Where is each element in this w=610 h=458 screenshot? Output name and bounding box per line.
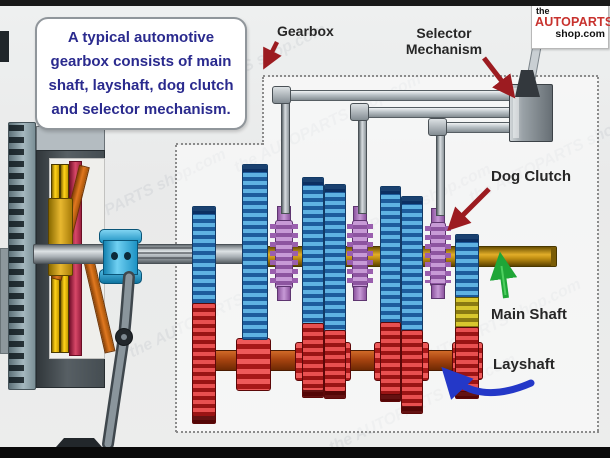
layshaft-gear — [380, 322, 401, 402]
main-shaft-label: Main Shaft — [491, 306, 567, 323]
gearbox-boundary-notch — [176, 143, 263, 145]
bearing-bolt — [124, 252, 131, 260]
gearbox-boundary-right — [597, 77, 599, 431]
caption-line: A typical automotive — [67, 28, 215, 46]
selector-mechanism-housing — [509, 84, 553, 142]
release-bearing — [99, 229, 142, 284]
clutch-hub — [48, 198, 73, 276]
selector-fork-collar — [350, 103, 369, 121]
flywheel-ring-gear — [8, 122, 36, 390]
dog-clutch-label: Dog Clutch — [491, 168, 571, 185]
gearbox-label: Gearbox — [277, 23, 334, 39]
autoparts-shop-logo: the AUTOPARTS shop.com — [531, 4, 610, 49]
input-gear — [192, 206, 216, 305]
selector-rod-1 — [281, 94, 290, 214]
layshaft-gear — [324, 330, 346, 399]
selector-fork-collar — [428, 118, 447, 136]
gearbox-boundary-left-upper — [262, 77, 264, 145]
fork-base — [56, 438, 102, 447]
top-letterbox-bar — [0, 0, 610, 6]
layshaft-gear — [192, 303, 216, 424]
fifth-gear — [401, 196, 423, 332]
dog-clutch-1 — [270, 206, 298, 301]
gearbox-boundary-bottom — [176, 431, 599, 433]
bottom-letterbox-bar — [0, 447, 610, 458]
logo-autoparts: AUTOPARTS — [535, 15, 610, 29]
caption-line: shaft, layshaft, dog clutch — [48, 76, 234, 94]
layshaft-gear — [302, 323, 324, 398]
frame-edge-artifact — [0, 31, 9, 62]
logo-the: the — [536, 6, 550, 16]
selector-mechanism-label: Selector Mechanism — [398, 25, 490, 57]
third-gear — [324, 184, 346, 332]
caption-line: gearbox consists of main — [50, 52, 232, 70]
layshaft-gear — [401, 330, 423, 414]
selector-label-line1: Selector — [416, 25, 472, 41]
dog-clutch-3 — [425, 208, 451, 299]
logo-shopcom: shop.com — [555, 28, 605, 40]
selector-fork-collar — [272, 86, 291, 104]
selector-rod-2 — [358, 111, 367, 214]
layshaft-gear-hub — [236, 338, 271, 391]
second-gear — [302, 177, 324, 325]
first-gear — [242, 164, 268, 340]
output-gear-yellow-section — [455, 297, 479, 329]
bearing-bolt — [111, 252, 118, 260]
caption-line: and selector mechanism. — [51, 100, 231, 118]
output-gear-blue-section — [455, 234, 479, 299]
fourth-gear — [380, 186, 401, 324]
selector-rail-1 — [277, 90, 513, 101]
dog-clutch-2 — [347, 206, 373, 301]
selector-rail-2 — [355, 107, 513, 118]
selector-label-line2: Mechanism — [405, 41, 483, 57]
layshaft-label: Layshaft — [493, 356, 555, 373]
output-gear-red-section — [455, 327, 479, 399]
gearbox-boundary-left — [175, 145, 177, 432]
caption-box: A typical automotive gearbox consists of… — [35, 17, 247, 130]
gearbox-boundary-top — [263, 75, 598, 77]
selector-rod-3 — [436, 126, 445, 216]
